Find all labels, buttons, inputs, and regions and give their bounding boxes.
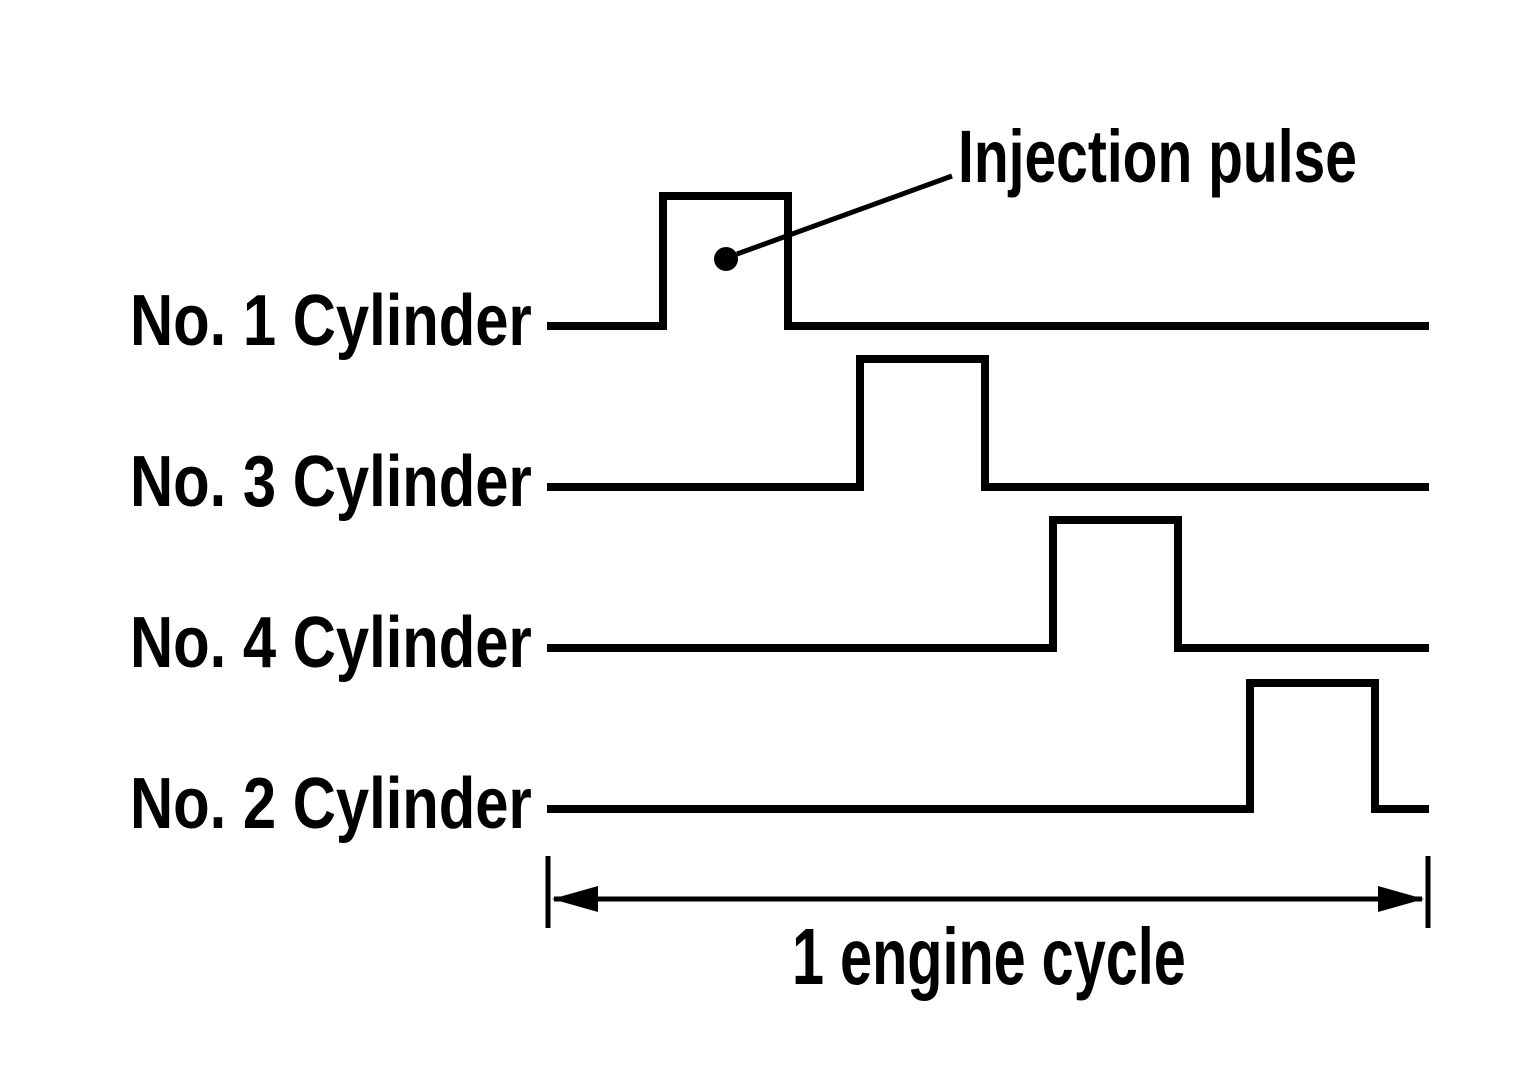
injection-pulse-callout-group bbox=[714, 173, 953, 271]
signal-trace-row-2 bbox=[547, 355, 1429, 491]
injection-pulse-dot bbox=[714, 247, 738, 271]
signal-traces-group bbox=[547, 192, 1429, 813]
cylinder-1-label: No. 1 Cylinder bbox=[130, 281, 532, 361]
cylinder-4-label: No. 4 Cylinder bbox=[130, 603, 532, 683]
cylinder-3-label: No. 3 Cylinder bbox=[130, 442, 532, 522]
signal-trace-row-1 bbox=[547, 192, 1429, 330]
signal-trace-row-3 bbox=[547, 516, 1429, 652]
engine-cycle-label: 1 engine cycle bbox=[792, 912, 1186, 1001]
cycle-arrowhead-right bbox=[1378, 886, 1424, 912]
injection-pulse-label: Injection pulse bbox=[958, 115, 1357, 198]
signal-trace-row-4 bbox=[547, 679, 1429, 813]
injection-pulse-leader-line bbox=[736, 173, 953, 257]
engine-cycle-span-group bbox=[545, 856, 1431, 928]
cylinder-2-label: No. 2 Cylinder bbox=[130, 764, 532, 844]
cycle-arrowhead-left bbox=[552, 886, 598, 912]
